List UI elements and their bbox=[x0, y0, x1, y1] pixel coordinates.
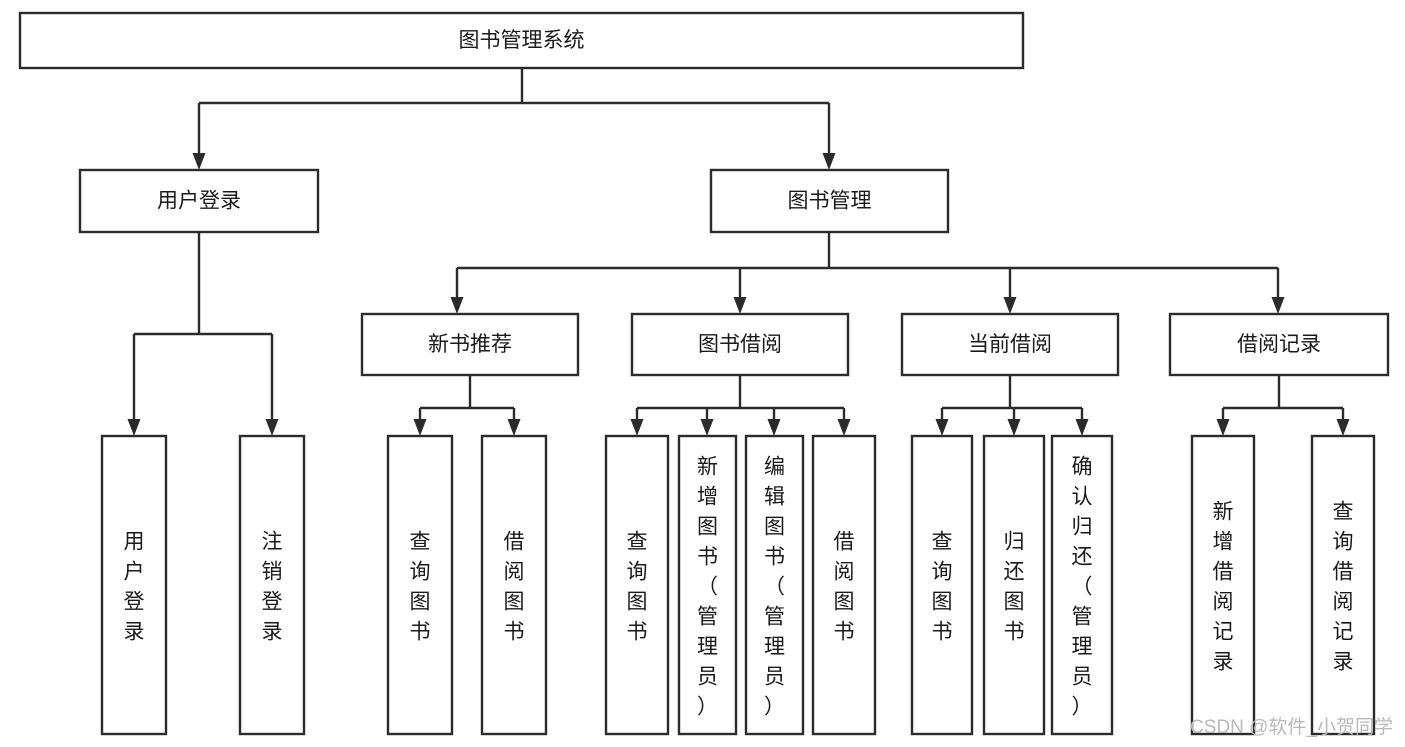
node-leaf-leaf-add-record[interactable]: 新增借阅记录 bbox=[1190, 434, 1256, 736]
node-box bbox=[900, 312, 1120, 377]
connector-group bbox=[127, 232, 279, 436]
arrow-head-icon bbox=[507, 419, 521, 436]
node-level1-user-login[interactable]: 用户登录 bbox=[78, 168, 320, 234]
node-level1-book-manage[interactable]: 图书管理 bbox=[709, 168, 950, 234]
node-root[interactable]: 图书管理系统 bbox=[18, 11, 1025, 70]
node-box bbox=[480, 434, 548, 736]
node-leaf-leaf-query-book-3[interactable]: 查询图书 bbox=[910, 434, 974, 736]
arrow-head-icon bbox=[822, 153, 836, 170]
arrow-head-icon bbox=[413, 419, 427, 436]
node-label: 借阅图书 bbox=[834, 530, 855, 643]
node-label: 查询借阅记录 bbox=[1333, 500, 1354, 673]
node-label: 借阅图书 bbox=[504, 530, 525, 643]
node-label: 图书借阅 bbox=[698, 333, 782, 356]
node-box bbox=[744, 434, 805, 736]
node-box bbox=[630, 312, 850, 377]
node-box bbox=[1190, 434, 1256, 736]
arrow-head-icon bbox=[700, 419, 714, 436]
arrow-head-icon bbox=[1271, 297, 1285, 314]
node-box bbox=[604, 434, 670, 736]
arrow-head-icon bbox=[1003, 297, 1017, 314]
node-label: 图书管理 bbox=[788, 190, 872, 213]
connector-group bbox=[192, 68, 836, 170]
node-leaf-leaf-borrow-book-2[interactable]: 借阅图书 bbox=[811, 434, 877, 736]
node-box bbox=[1050, 434, 1114, 736]
node-box bbox=[709, 168, 950, 234]
node-leaf-leaf-logout[interactable]: 注销登录 bbox=[238, 434, 306, 736]
node-label: 注销登录 bbox=[262, 530, 283, 643]
node-label: 新增图书（管理员） bbox=[697, 455, 718, 718]
arrow-head-icon bbox=[733, 297, 747, 314]
node-label: 编辑图书（管理员） bbox=[764, 455, 785, 718]
node-leaf-leaf-borrow-book-1[interactable]: 借阅图书 bbox=[480, 434, 548, 736]
connector-layer bbox=[127, 68, 1350, 436]
connector-group bbox=[630, 375, 851, 436]
arrow-head-icon bbox=[1007, 419, 1021, 436]
arrow-head-icon bbox=[450, 297, 464, 314]
node-label: 确认归还（管理员） bbox=[1072, 455, 1093, 718]
arrow-head-icon bbox=[192, 153, 206, 170]
node-label: 新增借阅记录 bbox=[1213, 500, 1234, 673]
node-label: 查询图书 bbox=[410, 530, 431, 643]
connector-group bbox=[450, 232, 1285, 314]
arrow-head-icon bbox=[127, 419, 141, 436]
node-level2-book-borrow[interactable]: 图书借阅 bbox=[630, 312, 850, 377]
node-box bbox=[78, 168, 320, 234]
arrow-head-icon bbox=[265, 419, 279, 436]
node-label: 查询图书 bbox=[932, 530, 953, 643]
node-box bbox=[100, 434, 168, 736]
arrow-head-icon bbox=[1075, 419, 1089, 436]
node-box bbox=[982, 434, 1046, 736]
node-label: 新书推荐 bbox=[428, 333, 512, 356]
node-label: 借阅记录 bbox=[1237, 333, 1321, 356]
node-leaf-leaf-query-book-2[interactable]: 查询图书 bbox=[604, 434, 670, 736]
arrow-head-icon bbox=[935, 419, 949, 436]
node-label: 当前借阅 bbox=[968, 333, 1052, 356]
connector-group bbox=[1216, 375, 1350, 436]
arrow-head-icon bbox=[1336, 419, 1350, 436]
connector-group bbox=[413, 375, 521, 436]
arrow-head-icon bbox=[630, 419, 644, 436]
csdn-watermark: CSDN @软件_小贺同学 bbox=[1190, 716, 1393, 738]
node-leaf-leaf-user-login[interactable]: 用户登录 bbox=[100, 434, 168, 736]
node-leaf-leaf-confirm-return[interactable]: 确认归还（管理员） bbox=[1050, 434, 1114, 736]
node-box bbox=[18, 11, 1025, 70]
node-box bbox=[1310, 434, 1376, 736]
node-label: 用户登录 bbox=[157, 190, 241, 213]
node-box bbox=[360, 312, 580, 377]
node-box bbox=[386, 434, 454, 736]
node-leaf-leaf-query-record[interactable]: 查询借阅记录 bbox=[1310, 434, 1376, 736]
connector-group bbox=[935, 375, 1089, 436]
node-level2-current-borrow[interactable]: 当前借阅 bbox=[900, 312, 1120, 377]
node-leaf-leaf-add-book[interactable]: 新增图书（管理员） bbox=[677, 434, 738, 736]
node-leaf-leaf-return-book[interactable]: 归还图书 bbox=[982, 434, 1046, 736]
node-layer: 图书管理系统用户登录图书管理新书推荐图书借阅当前借阅借阅记录用户登录注销登录查询… bbox=[18, 11, 1390, 736]
node-box bbox=[811, 434, 877, 736]
arrow-head-icon bbox=[837, 419, 851, 436]
node-level2-new-book-rec[interactable]: 新书推荐 bbox=[360, 312, 580, 377]
node-box bbox=[238, 434, 306, 736]
node-label: 图书管理系统 bbox=[459, 29, 585, 52]
node-box bbox=[1168, 312, 1390, 377]
node-leaf-leaf-query-book-1[interactable]: 查询图书 bbox=[386, 434, 454, 736]
node-label: 用户登录 bbox=[124, 530, 145, 643]
arrow-head-icon bbox=[767, 419, 781, 436]
node-label: 查询图书 bbox=[627, 530, 648, 643]
node-box bbox=[910, 434, 974, 736]
node-leaf-leaf-edit-book[interactable]: 编辑图书（管理员） bbox=[744, 434, 805, 736]
node-level2-borrow-record[interactable]: 借阅记录 bbox=[1168, 312, 1390, 377]
node-label: 归还图书 bbox=[1004, 530, 1025, 643]
node-box bbox=[677, 434, 738, 736]
arrow-head-icon bbox=[1216, 419, 1230, 436]
